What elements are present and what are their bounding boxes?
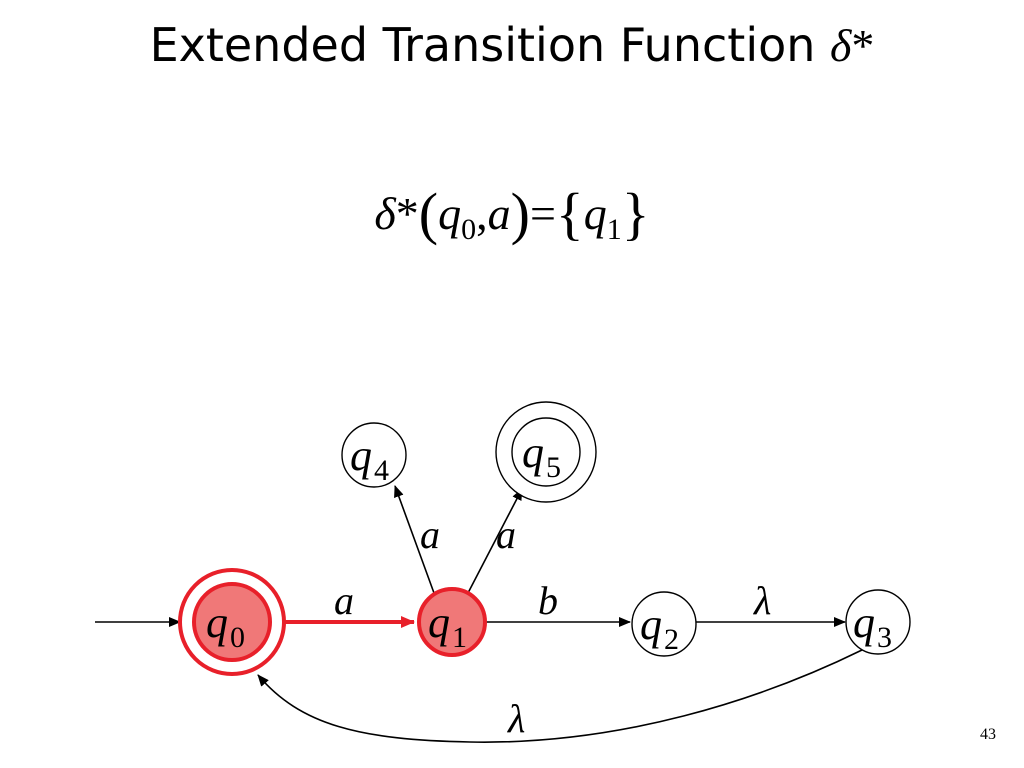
title-text: Extended Transition Function (149, 18, 816, 72)
state-q2-label: q (640, 600, 662, 649)
label-q3-q0: λ (507, 696, 525, 741)
formula-close-paren: ) (510, 181, 530, 246)
state-q0: q 0 (178, 568, 286, 676)
state-q0-sub: 0 (230, 621, 245, 654)
state-q1-sub: 1 (452, 621, 467, 654)
delta-star-formula: δ*(q0,a)={q1} (0, 180, 1024, 247)
slide-title: Extended Transition Function δ* (0, 18, 1024, 72)
state-q3-sub: 3 (877, 621, 892, 654)
formula-comma: , (476, 188, 488, 239)
state-q0-label: q (206, 598, 228, 647)
formula-arg: a (487, 188, 511, 239)
label-q0-q1: a (334, 578, 354, 623)
page-number: 43 (980, 726, 996, 743)
formula-result-q: q (583, 188, 607, 239)
state-q3: q 3 (845, 589, 911, 655)
label-q1-q5: a (496, 512, 516, 557)
transition-q1-q4 (394, 485, 435, 594)
state-q2-sub: 2 (664, 623, 679, 656)
formula-open-brace: { (555, 181, 584, 246)
state-q1-label: q (428, 598, 450, 647)
formula-open-paren: ( (418, 181, 439, 246)
state-q3-label: q (853, 598, 875, 647)
title-star-symbol: * (851, 20, 875, 71)
transition-q3-q0 (257, 649, 863, 743)
state-q4: q 4 (341, 422, 407, 488)
label-q1-q2: b (538, 578, 558, 623)
state-q5-label: q (522, 428, 544, 477)
formula-delta: δ (374, 188, 396, 239)
formula-close-brace: } (621, 181, 650, 246)
formula-result-sub: 1 (606, 213, 622, 246)
label-q1-q4: a (420, 512, 440, 557)
state-q4-sub: 4 (374, 454, 389, 487)
formula-equals: = (529, 188, 556, 239)
label-q2-q3: λ (753, 578, 771, 623)
state-q2: q 2 (631, 591, 697, 657)
title-delta-symbol: δ (830, 20, 852, 71)
state-q5-sub: 5 (546, 451, 561, 484)
formula-q-sub: 0 (461, 213, 477, 246)
state-q4-label: q (350, 431, 372, 480)
formula-star: * (395, 188, 419, 239)
state-q5: q 5 (495, 401, 597, 503)
state-q1: q 1 (417, 587, 487, 657)
transition-q1-q5 (467, 488, 523, 594)
formula-q: q (438, 188, 462, 239)
